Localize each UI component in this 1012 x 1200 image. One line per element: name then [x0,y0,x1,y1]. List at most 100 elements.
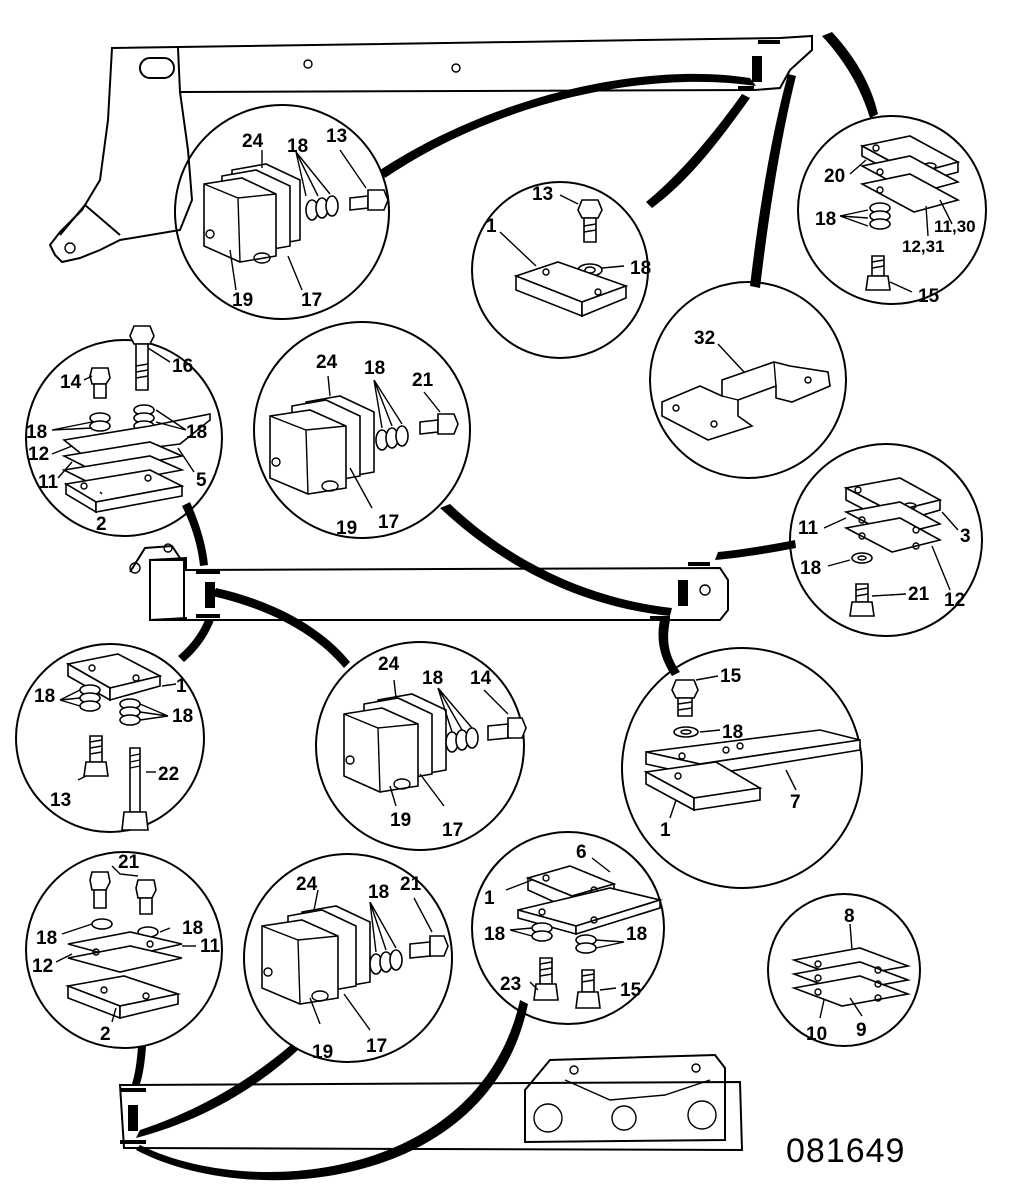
leader-ribbons [132,32,878,1181]
detail-circle-c11: 21 18 18 11 12 2 [25,851,223,1049]
upper-frame-arm [48,34,813,264]
c9-label-19: 19 [390,810,411,831]
c1-label-24: 24 [242,131,264,152]
detail-circle-c13: 6 1 18 18 23 15 [471,831,665,1025]
c13-label-6: 6 [576,842,587,863]
c7-label-11: 11 [798,518,819,539]
c14-label-8: 8 [844,906,855,927]
c10-label-15: 15 [720,666,742,687]
detail-circle-c5: 14 16 18 18 12 11 5 2 [25,325,223,537]
c5-label-14: 14 [60,372,82,393]
c5-label-18-right: 18 [186,422,207,443]
c14-label-10: 10 [806,1024,827,1045]
c11-label-18-right: 18 [182,918,203,939]
bolt-c1 [349,189,389,211]
detail-circle-c2: 13 1 18 [471,181,651,359]
middle-frame-bar [129,543,729,622]
c8-label-22: 22 [158,764,179,785]
detail-circle-c12: 24 18 21 19 17 [243,853,453,1063]
c5-label-11: 11 [38,472,59,493]
c3-label-12-31: 12,31 [902,237,945,256]
c5-label-18-left: 18 [26,422,47,443]
c3-label-18: 18 [815,209,836,230]
c13-label-18-right: 18 [626,924,647,945]
long-bolt-c5 [129,325,155,391]
c2-label-18: 18 [630,258,651,279]
c10-label-18: 18 [722,722,743,743]
c6-label-17: 17 [378,512,399,533]
detail-circle-c3: 20 18 11,30 12,31 15 [797,115,987,307]
detail-circle-c1: 24 18 13 19 17 [174,104,390,320]
bolt-c11-right [135,879,157,915]
c1-label-18: 18 [287,136,308,157]
long-bolt-c8 [121,747,149,831]
bolt-c7 [849,583,875,617]
c7-label-12: 12 [944,590,965,611]
detail-circle-c14: 8 10 9 [767,893,921,1047]
detail-circle-c10: 15 18 7 1 [621,647,863,889]
bolt-c2 [577,199,603,243]
c8-label-18-left: 18 [34,686,55,707]
detail-circle-c8: 1 18 18 13 22 [15,643,205,833]
c5-label-2: 2 [96,514,107,535]
c5-label-16: 16 [172,356,193,377]
bolt-c11-left [89,871,111,909]
c9-label-14: 14 [470,668,492,689]
c11-label-11: 11 [200,936,221,957]
washers-c1 [305,195,339,221]
c12-label-17: 17 [366,1036,387,1057]
bolt-c10 [671,679,699,717]
detail-circle-c6: 24 18 21 19 17 [253,321,471,539]
c3-label-20: 20 [824,166,845,187]
c10-label-7: 7 [790,792,801,813]
c3-label-11-30: 11,30 [934,217,976,236]
c5-label-12: 12 [28,444,49,465]
detail-circle-c9: 24 18 14 19 17 [315,641,527,851]
c13-label-23: 23 [500,974,521,995]
bolt-c13-left [533,957,559,1001]
lower-frame-bar [118,1053,744,1152]
c8-label-1: 1 [176,676,187,697]
c7-label-21: 21 [908,584,930,605]
c12-label-24: 24 [296,874,318,895]
c12-label-21: 21 [400,874,422,895]
c11-label-12: 12 [32,956,53,977]
c9-label-18: 18 [422,668,443,689]
c8-label-13: 13 [50,790,71,811]
c10-label-1: 1 [660,820,671,841]
detail-circle-c7: 3 11 18 21 12 [789,443,983,637]
c4-label-32: 32 [694,328,715,349]
c7-label-3: 3 [960,526,971,547]
c1-label-19: 19 [232,290,253,311]
c11-label-2: 2 [100,1024,111,1045]
c6-label-18: 18 [364,358,385,379]
c14-label-9: 9 [856,1020,867,1041]
c13-label-1: 1 [484,888,495,909]
bracket-32 [661,361,831,441]
pad-stack-c1 [203,163,301,264]
c6-label-21: 21 [412,370,434,391]
c5-label-5: 5 [196,470,207,491]
c2-label-13: 13 [532,184,553,205]
c13-label-18-left: 18 [484,924,505,945]
bolt-c13-right [575,969,601,1009]
c1-label-13: 13 [326,126,347,147]
c12-label-19: 19 [312,1042,333,1063]
short-bolt-c8 [83,735,109,777]
c8-label-18-right: 18 [172,706,193,727]
c1-label-17: 17 [301,290,322,311]
c11-label-21: 21 [118,852,140,873]
c13-label-15: 15 [620,980,642,1001]
c2-label-1: 1 [486,216,497,237]
c6-label-24: 24 [316,352,338,373]
c7-label-18: 18 [800,558,821,579]
c11-label-18-left: 18 [36,928,57,949]
drawing-number: 081649 [786,1132,906,1170]
c9-label-24: 24 [378,654,400,675]
c9-label-17: 17 [442,820,463,841]
c3-label-15: 15 [918,286,940,307]
detail-circle-c4: 32 [649,281,847,479]
short-bolt-c5 [89,367,111,399]
c12-label-18: 18 [368,882,389,903]
